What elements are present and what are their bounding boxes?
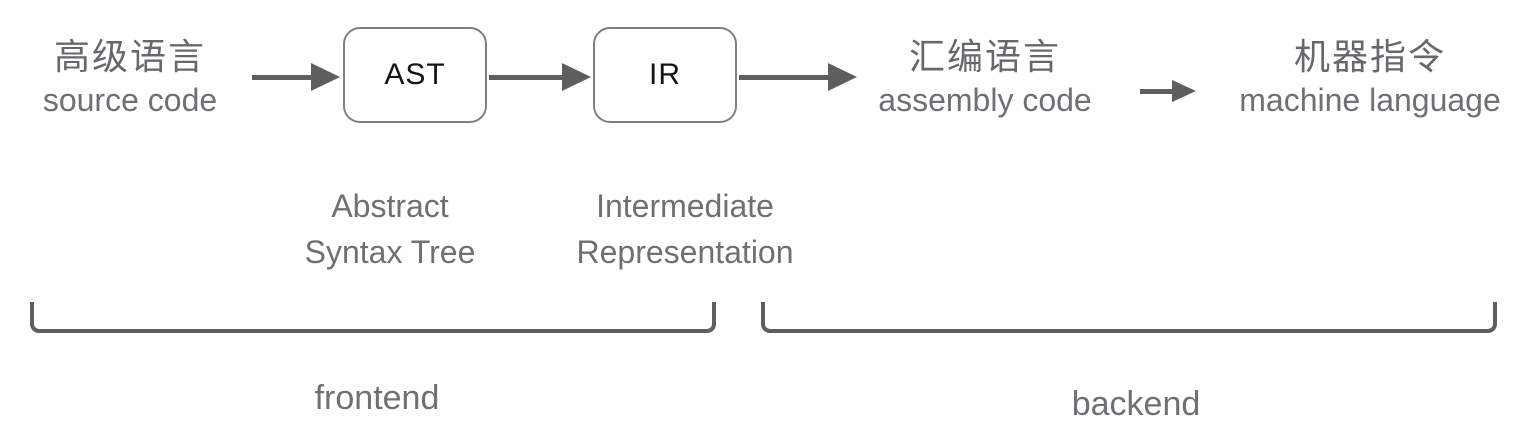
ast-box-label: AST xyxy=(384,58,446,91)
backend-label: backend xyxy=(1071,385,1201,423)
arrow-head xyxy=(311,63,340,91)
ast-caption-line1: Abstract xyxy=(331,188,449,224)
frontend-bracket xyxy=(30,302,716,333)
ast-caption-line2: Syntax Tree xyxy=(304,234,476,270)
node-source-code: 高级语言 source code xyxy=(10,33,250,119)
assembly-code-label-en: assembly code xyxy=(878,82,1092,118)
ir-box: IR xyxy=(593,27,737,123)
arrow-shaft xyxy=(489,74,562,80)
source-code-label-zh: 高级语言 xyxy=(53,36,206,77)
assembly-code-label-zh: 汇编语言 xyxy=(908,36,1061,77)
arrow-right-icon xyxy=(252,62,340,92)
arrow-shaft xyxy=(1140,88,1172,94)
backend-bracket xyxy=(761,302,1497,333)
arrow-head xyxy=(828,63,857,91)
ast-box: AST xyxy=(343,27,487,123)
machine-language-label-en: machine language xyxy=(1239,82,1501,118)
node-assembly-code: 汇编语言 assembly code xyxy=(845,33,1125,119)
arrow-right-icon xyxy=(489,62,591,92)
arrow-head xyxy=(1172,80,1196,102)
machine-language-label-zh: 机器指令 xyxy=(1293,36,1446,77)
source-code-label-en: source code xyxy=(42,82,218,118)
ast-caption: Abstract Syntax Tree xyxy=(270,183,510,275)
ir-caption-line2: Representation xyxy=(576,234,794,270)
ir-box-label: IR xyxy=(649,58,681,91)
arrow-right-icon xyxy=(739,62,857,92)
ir-caption-line1: Intermediate xyxy=(596,188,774,224)
arrow-right-small-icon xyxy=(1140,80,1196,102)
arrow-shaft xyxy=(252,74,311,80)
frontend-label: frontend xyxy=(314,379,440,417)
ir-caption: Intermediate Representation xyxy=(545,183,825,275)
node-machine-language: 机器指令 machine language xyxy=(1205,33,1534,119)
arrow-head xyxy=(562,63,591,91)
arrow-shaft xyxy=(739,74,828,80)
